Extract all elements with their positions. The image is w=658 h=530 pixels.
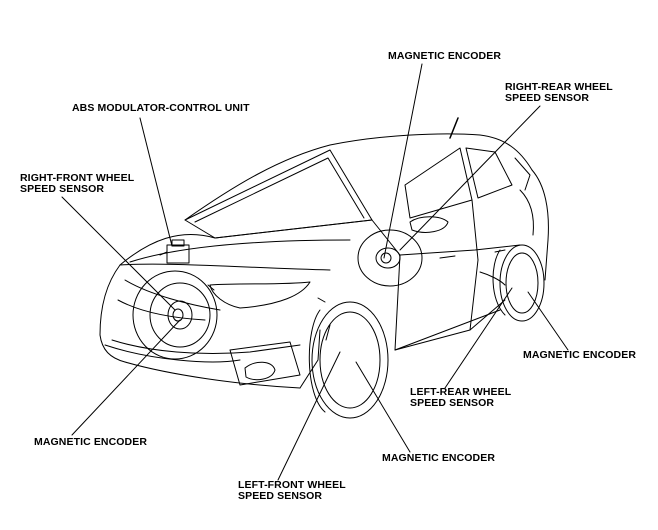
label-left-front-wheel-speed-sensor: LEFT-FRONT WHEEL SPEED SENSOR	[238, 479, 346, 502]
label-right-front-wheel-speed-sensor: RIGHT-FRONT WHEEL SPEED SENSOR	[20, 172, 135, 195]
rear-left-wheel	[492, 244, 545, 322]
leader-lf-sensor	[277, 351, 341, 481]
leader-encoder-top	[383, 63, 423, 259]
label-magnetic-encoder-front: MAGNETIC ENCODER	[34, 436, 148, 448]
car-body	[99, 117, 549, 389]
abs-modulator-unit	[159, 239, 190, 264]
right-rear-wheel-callout	[357, 229, 423, 287]
leader-encoder-rear	[527, 291, 569, 351]
leader-encoder-lf	[355, 361, 411, 453]
label-magnetic-encoder-rear: MAGNETIC ENCODER	[523, 349, 637, 361]
label-magnetic-encoder-left-front: MAGNETIC ENCODER	[382, 452, 496, 464]
label-magnetic-encoder-top: MAGNETIC ENCODER	[388, 50, 502, 62]
front-left-wheel	[308, 301, 389, 419]
leader-rf-sensor	[61, 196, 176, 311]
right-front-wheel-callout	[132, 270, 218, 360]
sensor-wiring	[207, 271, 506, 303]
label-left-rear-wheel-speed-sensor: LEFT-REAR WHEEL SPEED SENSOR	[410, 386, 512, 409]
leader-abs	[139, 117, 173, 247]
leader-lr-sensor	[444, 287, 513, 389]
label-right-rear-wheel-speed-sensor: RIGHT-REAR WHEEL SPEED SENSOR	[505, 81, 613, 104]
label-abs-modulator-control-unit: ABS MODULATOR-CONTROL UNIT	[72, 102, 250, 114]
leader-encoder-front	[71, 319, 181, 436]
leader-lines	[61, 63, 569, 481]
leader-rr-sensor	[399, 105, 541, 251]
